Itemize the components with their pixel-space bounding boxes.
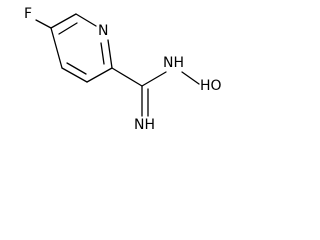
bond-c5-f [35,19,52,29]
chemical-structure: F N NH HO NH [24,6,222,133]
substituent-bonds [35,19,200,117]
bond-c4-c5 [50,27,63,69]
pyridine-ring [50,13,113,83]
hydroxyl-atom-label: HO [200,78,222,94]
bond-c6-n1 [75,13,97,27]
bond-c2-c3 [86,67,113,83]
bond-c5-c6 [50,13,77,29]
bond-c2-amidine-c [111,67,143,87]
amide-nitrogen-atom-label: NH [163,55,184,71]
bond-c3-c4 [61,67,88,83]
fluorine-atom-label: F [24,6,32,22]
bond-n1-c2 [107,39,113,69]
imine-atom-label: NH [134,117,155,133]
ring-nitrogen-atom-label: N [98,23,108,39]
double-bond-c3-c4 [66,62,87,75]
double-bond-c5-c6 [58,22,78,35]
double-bond-n1-c2 [100,42,105,65]
bond-nh-o [181,71,200,85]
bond-amidine-c-nh [141,71,167,87]
